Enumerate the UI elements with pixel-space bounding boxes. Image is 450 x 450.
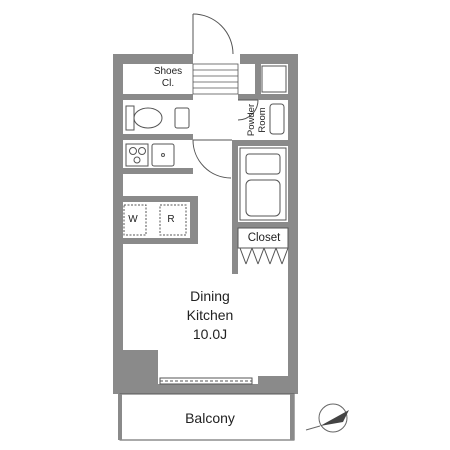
closet-label: Closet: [247, 232, 281, 244]
powder-room-label: Powder Room: [238, 100, 278, 140]
powder-sink: [269, 103, 285, 135]
shoes-closet-hatch: [192, 63, 239, 95]
kitchen-counter: [125, 143, 175, 167]
bathtub: [239, 147, 287, 221]
fridge-label: R: [167, 214, 175, 225]
shoes-closet-label: Shoes Cl.: [148, 66, 188, 89]
dining-kitchen-label: Dining Kitchen 10.0J: [160, 287, 260, 344]
shoes-line1: Shoes: [153, 66, 183, 77]
shoes-line2: Cl.: [161, 77, 175, 89]
dining-line1: Dining: [190, 288, 230, 304]
appliance-boxes: [123, 204, 187, 236]
dining-area: 10.0J: [192, 325, 228, 342]
balcony-window: [159, 377, 253, 385]
toilet: [125, 105, 190, 131]
washer-label: W: [128, 214, 138, 225]
cabinet: [261, 65, 287, 93]
powder-room-door: [237, 99, 259, 121]
balcony-label: Balcony: [185, 410, 235, 426]
closet: [237, 227, 289, 265]
walls: [113, 54, 298, 394]
powder-line2: Room: [257, 107, 268, 133]
compass-icon: [305, 403, 349, 433]
entrance-door: [192, 13, 234, 55]
balcony-outline: [118, 393, 295, 441]
bath-door: [192, 139, 232, 179]
dining-line2: Kitchen: [186, 306, 234, 323]
